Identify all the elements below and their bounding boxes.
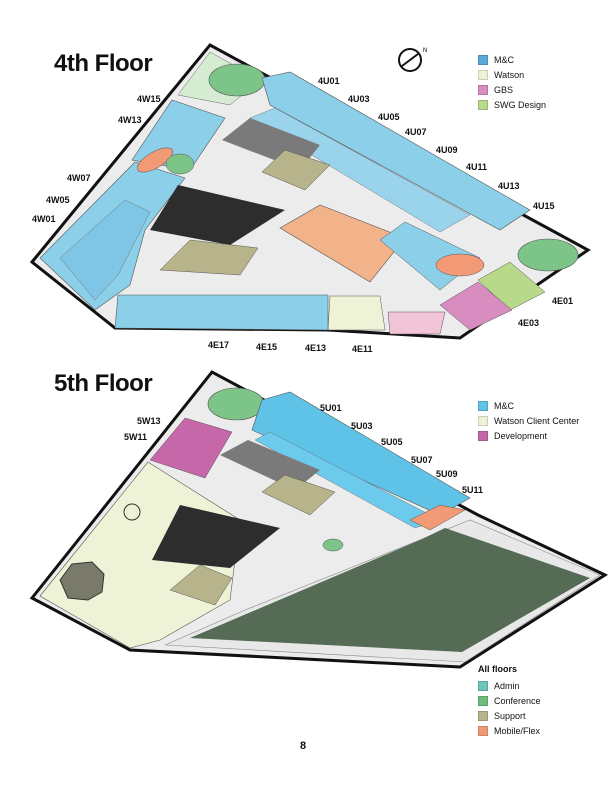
floor5-north-strip [251,391,471,516]
floor5-roof-green [190,528,590,652]
zone-label: 4W15 [137,94,161,104]
floor4-north-strip [261,71,531,231]
zone-label: 4U09 [436,145,458,155]
all-floors-heading: All floors [478,664,518,674]
floor4-legend: M&C Watson GBS SWG Design [478,52,546,112]
legend-swatch [478,400,488,411]
zone-label: 4E15 [256,342,278,352]
floor5-legend-item: Development [478,428,579,443]
legend-swatch [478,84,488,95]
floor4-se-conference [517,238,579,272]
zone-label: 5U11 [462,485,484,495]
all-floors-legend-item: Conference [478,693,541,708]
floor5-lounge-octagon [59,561,105,601]
floor4-support-a [261,149,331,191]
floor4-title: 4th Floor [54,50,153,77]
zone-label: 4E13 [305,343,327,353]
floor4-compass-icon: N [398,48,427,72]
zone-label: 4W13 [118,115,142,125]
legend-swatch [478,695,488,706]
floor4-core-dark [150,185,285,245]
legend-swatch [478,710,488,721]
zone-label: 4W07 [67,173,91,183]
zone-label: 4E01 [552,296,574,306]
floor5-core-dark [152,505,280,568]
zone-label: 4E11 [352,344,373,354]
legend-swatch [478,725,488,736]
floor4-flex-oval [435,253,485,277]
floor4-watson [327,295,386,331]
all-floors-legend-item: Admin [478,678,541,693]
floor4-legend-item: M&C [478,52,546,67]
zone-label: 5W11 [124,432,148,442]
zone-label: 4E17 [208,340,230,350]
legend-swatch [478,415,488,426]
zone-label: 5U07 [411,455,433,465]
zone-label: 4E03 [518,318,540,328]
zone-label: 4U13 [498,181,520,191]
floor5-flex-ne [409,504,466,531]
all-floors-legend-item: Support [478,708,541,723]
legend-swatch [478,430,488,441]
floor5-legend-item: Watson Client Center [478,413,579,428]
zone-label: 4U03 [348,94,370,104]
floor5-round-table [123,503,141,521]
svg-text:N: N [423,48,427,54]
zone-label: 4U01 [318,76,340,86]
floor4-legend-item: GBS [478,82,546,97]
all-floors-legend-item: Mobile/Flex [478,723,541,738]
floor5-title: 5th Floor [54,370,153,397]
zone-label: 4W01 [32,214,56,224]
floor4-pink-admin [387,311,446,335]
zone-label: 4W05 [46,195,70,205]
zone-label: 4U11 [466,162,488,172]
floor5-core-gray [220,440,320,490]
floor5-legend-item: M&C [478,398,579,413]
zone-label: 5U05 [381,437,403,447]
floor4-south-strip [114,294,329,331]
zone-label: 4U15 [533,201,555,211]
legend-swatch [478,680,488,691]
zone-label: 5U03 [351,421,373,431]
floor5-support-b [169,564,233,606]
floor4-legend-item: Watson [478,67,546,82]
floor5-legend: M&C Watson Client Center Development [478,398,579,443]
floor4-legend-item: SWG Design [478,97,546,112]
legend-swatch [478,99,488,110]
floor5-nw-conference [207,387,265,421]
zone-label: 5U09 [436,469,458,479]
zone-label: 4U07 [405,127,427,137]
page-number: 8 [300,740,307,752]
floor5-development [149,417,233,479]
floor4-gbs [439,281,513,331]
zone-label: 4U05 [378,112,400,122]
legend-swatch [478,54,488,65]
floor4-west-flex [136,147,174,173]
all-floors-legend: All floors Admin Conference Support Mobi… [478,664,541,738]
legend-swatch [478,69,488,80]
zone-label: 5W13 [137,416,161,426]
floor4-support-b [159,239,259,276]
floor5-support-a [261,474,336,516]
zone-label: 5U01 [320,403,342,413]
